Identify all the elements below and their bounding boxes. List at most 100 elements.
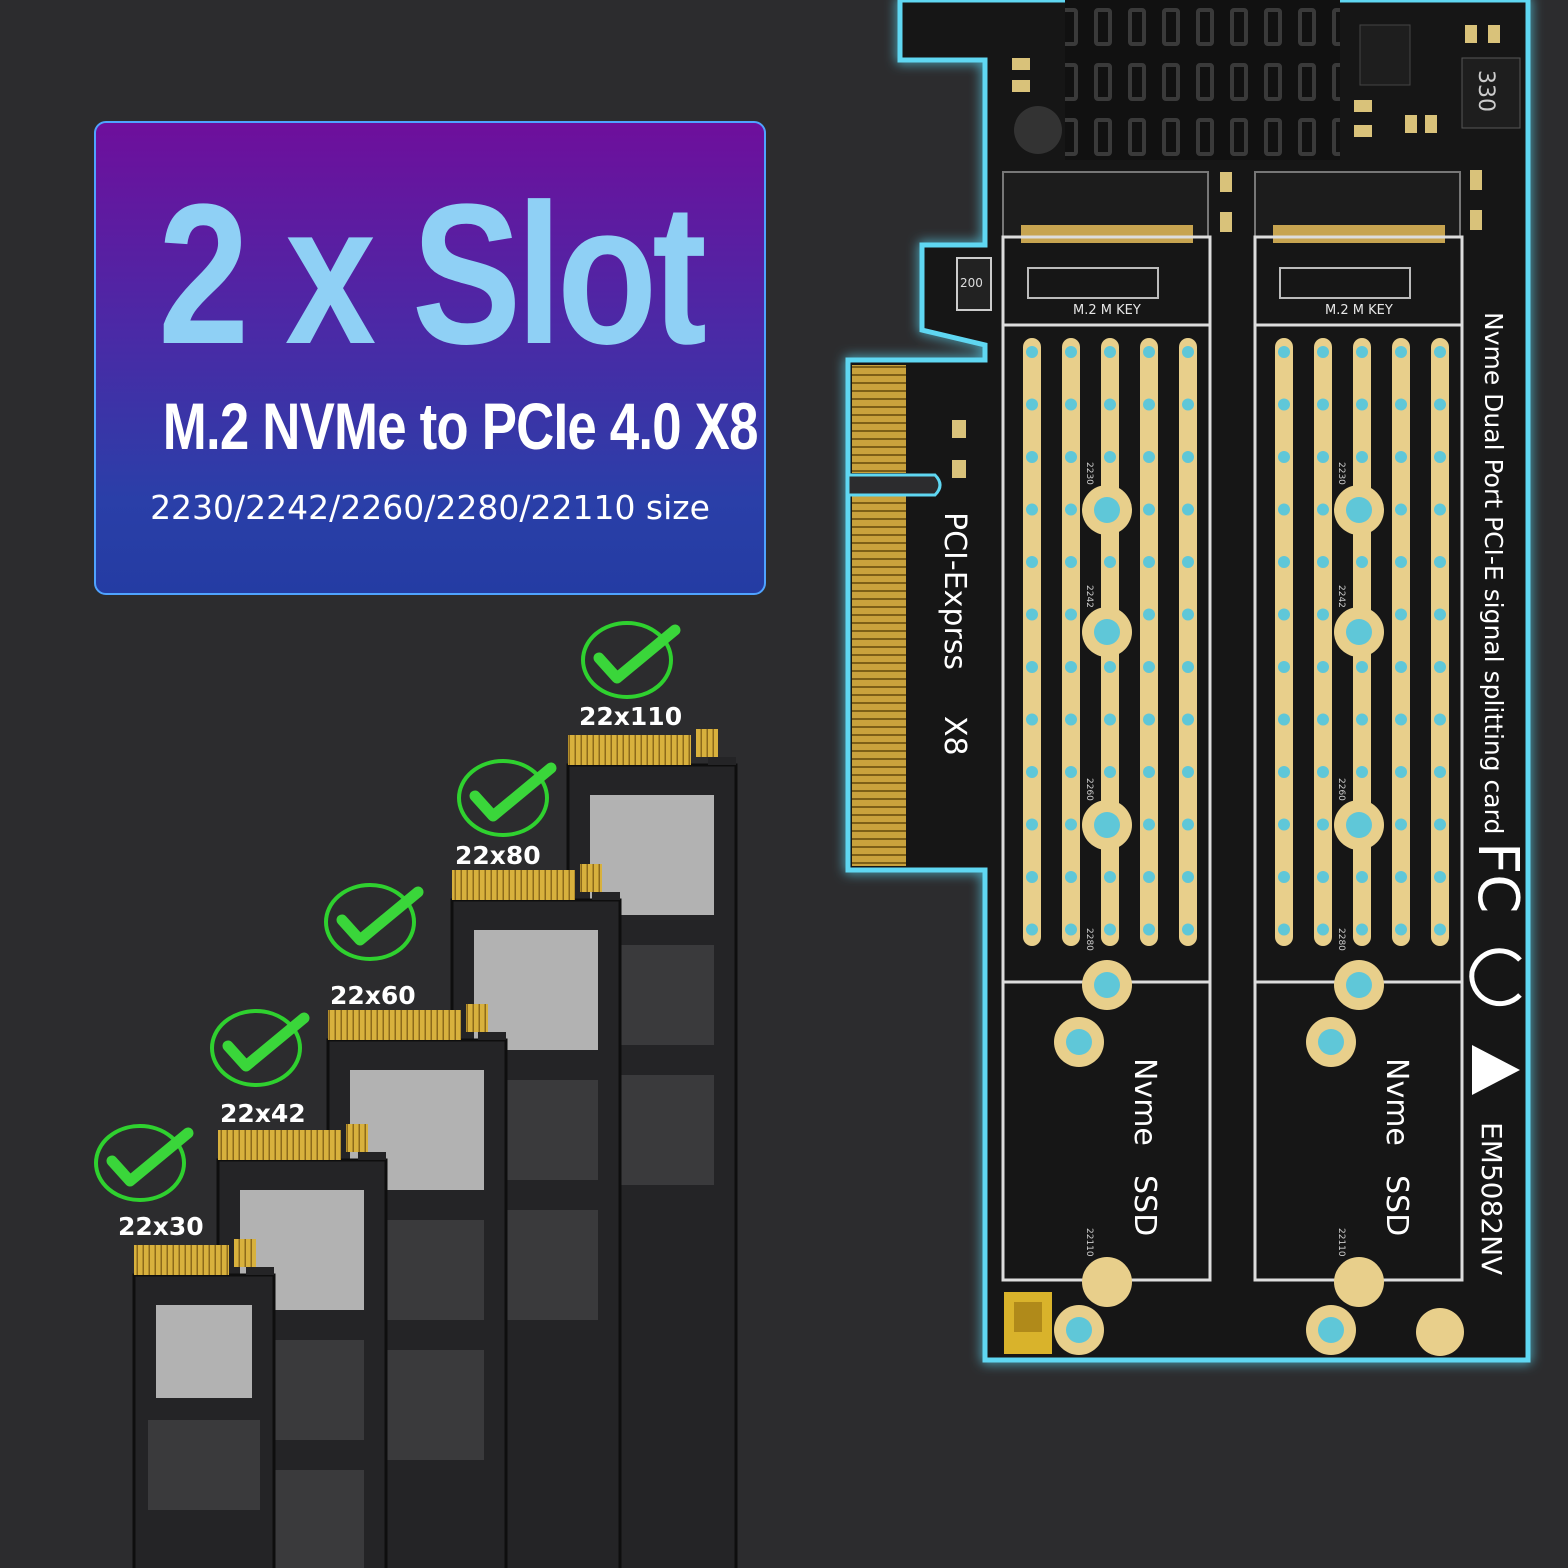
ssd-gold-fingers: [346, 1124, 368, 1152]
mount-post-hole: [1066, 1317, 1092, 1343]
ssd-gold-fingers: [466, 1004, 488, 1032]
pcb-via: [1356, 871, 1368, 883]
pcb-via: [1356, 766, 1368, 778]
certification-marks: [1469, 948, 1522, 1095]
pcb-via: [1278, 818, 1290, 831]
pcb-via: [1065, 503, 1077, 516]
pcb-via: [1395, 923, 1407, 936]
pcb-via: [1356, 451, 1368, 463]
pcb-via: [1143, 661, 1155, 673]
check-mark: [222, 1012, 310, 1072]
pcb-via: [1434, 818, 1446, 831]
pcb-via: [1434, 923, 1446, 936]
pcb-via: [1065, 556, 1077, 568]
mount-post-hole: [1346, 619, 1372, 645]
ssd-key-notch: [246, 1267, 274, 1275]
m2-connector-pins: [1021, 225, 1193, 243]
slot-1-marker-2230: 2230: [1084, 462, 1094, 485]
pcb-via: [1395, 398, 1407, 411]
m2-slot-2: [1253, 171, 1464, 1355]
pcb-trace: [1023, 338, 1041, 946]
mount-post: [1082, 1257, 1132, 1307]
pcb-via: [1356, 661, 1368, 673]
pcb-trace: [1179, 338, 1197, 946]
pcb-via: [1104, 346, 1116, 358]
pcb-via: [1065, 661, 1077, 673]
pcb-via: [1434, 346, 1446, 358]
slot-2-marker-2280: 2280: [1336, 928, 1346, 951]
pcb-via: [1143, 871, 1155, 883]
pcb-via: [1065, 923, 1077, 936]
pcb-via: [1026, 503, 1038, 516]
pcb-via: [1434, 398, 1446, 411]
check-icon: [457, 759, 557, 837]
product-description-text: Nvme Dual Port PCI-E signal splitting ca…: [1479, 312, 1508, 835]
pcb-via: [1143, 713, 1155, 726]
m2-connector-pins: [1273, 225, 1445, 243]
pcb-via: [1278, 713, 1290, 726]
interface-text: PCI-Exprss: [937, 512, 972, 671]
pcb-via: [1026, 451, 1038, 463]
pcb-via: [1434, 766, 1446, 778]
pcb-via: [1317, 346, 1329, 358]
pcb-via: [1143, 608, 1155, 621]
check-circle: [581, 621, 673, 699]
slot-2-nvme-label: Nvme: [1379, 1058, 1414, 1146]
size-label-22x60: 22x60: [330, 981, 416, 1010]
pcb-via: [1278, 503, 1290, 516]
check-icon: [324, 883, 424, 961]
pcb-via: [1395, 451, 1407, 463]
m2-slot-1: [1001, 171, 1212, 1355]
pcb-via: [1182, 503, 1194, 516]
power-components: [952, 0, 1521, 478]
pcb-via: [1026, 346, 1038, 358]
pcb-via: [1395, 346, 1407, 358]
check-circle: [457, 759, 549, 837]
banner-subtitle: M.2 NVMe to PCIe 4.0 X8: [162, 389, 759, 463]
esd-triangle: [1472, 1045, 1520, 1095]
pcb-via: [1356, 398, 1368, 411]
pcb-via: [1317, 871, 1329, 883]
ssd-gold-fingers: [452, 870, 575, 900]
pcb-via: [1026, 923, 1038, 936]
pcb-trace: [1314, 338, 1332, 946]
size-label-22x80: 22x80: [455, 841, 541, 870]
pcb-via: [1143, 818, 1155, 831]
slot-1-nvme-label: Nvme: [1127, 1058, 1162, 1146]
pcb-via: [1356, 346, 1368, 358]
pcb-via: [1182, 766, 1194, 778]
mount-post-hole: [1066, 1029, 1092, 1055]
mount-post: [1334, 1257, 1384, 1307]
pcb-via: [1278, 871, 1290, 883]
ssd-nand-chip: [148, 1420, 260, 1510]
check-circle: [324, 883, 416, 961]
pcb-trace: [1392, 338, 1410, 946]
pcb-via: [1026, 713, 1038, 726]
pcb-via: [1104, 556, 1116, 568]
pcb-via: [1182, 871, 1194, 883]
pcb-via: [1182, 608, 1194, 621]
pcb-via: [1143, 503, 1155, 516]
check-mark: [336, 886, 424, 946]
check-icon: [210, 1009, 310, 1087]
pcb-via: [1278, 766, 1290, 778]
mount-post-hole: [1318, 1317, 1344, 1343]
ce-mark: [1469, 948, 1522, 1007]
pcb-via: [1065, 346, 1077, 358]
pcb-via: [1104, 451, 1116, 463]
pcb-via: [1317, 556, 1329, 568]
pcb-via: [1434, 871, 1446, 883]
ssd-gold-fingers: [580, 864, 602, 892]
pcb-via: [1356, 923, 1368, 936]
pcb-via: [1104, 713, 1116, 726]
fan-connector: [1004, 1292, 1052, 1354]
fc-mark: FC: [1465, 842, 1530, 914]
pcb-via: [1143, 398, 1155, 411]
pcb-via: [1065, 608, 1077, 621]
pcb-via: [1317, 451, 1329, 463]
pcb-via: [1026, 556, 1038, 568]
pcb-via: [1434, 503, 1446, 516]
pcb-via: [1278, 398, 1290, 411]
mount-post-hole: [1346, 812, 1372, 838]
